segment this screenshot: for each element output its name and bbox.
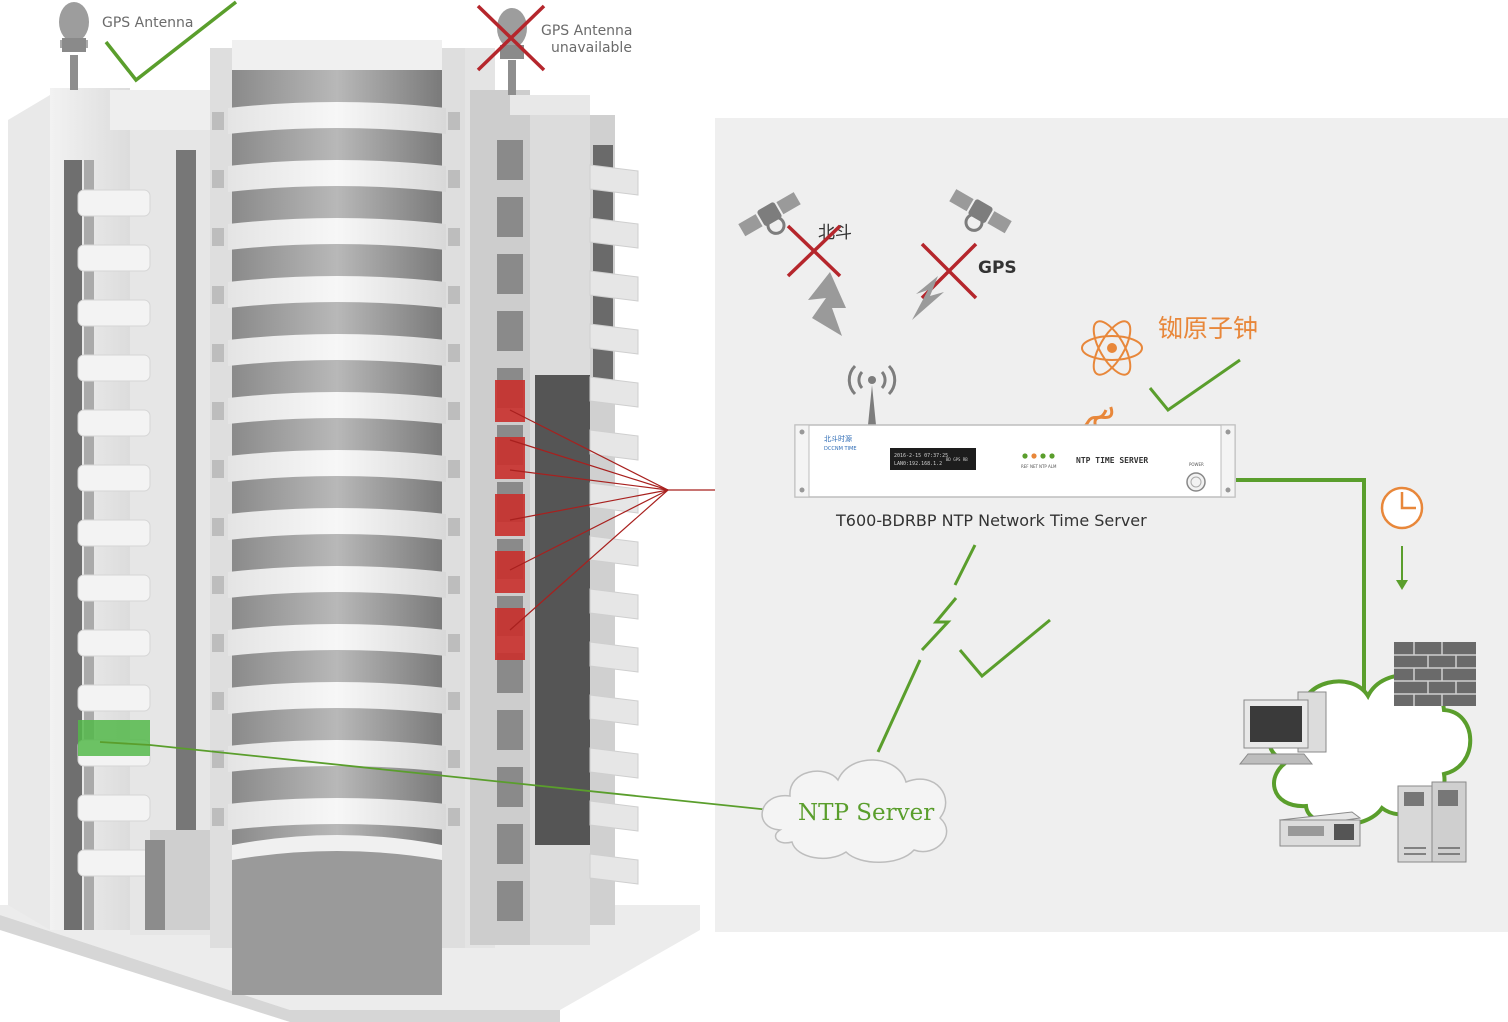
device-lcd-line2: LAN0:192.168.1.2	[894, 461, 942, 467]
device-brand-line2: DCCNM TIME	[824, 446, 856, 452]
ntp-time-server-device: 北斗时源 DCCNM TIME 2016-2-15 07:37:25 LAN0:…	[794, 424, 1236, 498]
device-caption: T600-BDRBP NTP Network Time Server	[835, 511, 1147, 530]
ntp-server-cloud-label: NTP Server	[798, 800, 934, 826]
server-icon	[1397, 781, 1467, 863]
gps-antenna-unavailable-icon	[497, 8, 527, 95]
rubidium-clock-label: 铷原子钟	[1158, 314, 1258, 343]
device-title: NTP TIME SERVER	[1076, 456, 1148, 465]
svg-text:ALM: ALM	[1048, 464, 1057, 469]
atom-icon	[1081, 320, 1143, 376]
device-leds: REF NET NTP ALM	[1021, 453, 1057, 469]
check-icon	[104, 0, 238, 83]
ntp-link-check-icon	[958, 618, 1051, 679]
gps-antenna-unavailable-label-line1: GPS Antenna	[541, 23, 633, 39]
highlight-floor-green	[78, 720, 150, 756]
gps-label: GPS	[978, 258, 1017, 278]
device-brand-line1: 北斗时源	[824, 434, 852, 443]
gps-antenna-icon	[59, 2, 89, 90]
floor-links-red	[509, 409, 715, 631]
device-power-label: POWER	[1189, 462, 1204, 467]
wifi-tower-icon	[847, 364, 897, 425]
clock-icon	[1380, 486, 1424, 530]
switch-icon	[1278, 811, 1362, 847]
floor-link-green	[99, 741, 771, 811]
device-lcd-line1: 2016-2-15 07:37:25	[894, 453, 948, 459]
computer-icon	[1238, 691, 1327, 765]
lightning-icon	[808, 272, 846, 336]
cross-icon	[476, 4, 546, 72]
device-power-button	[1186, 472, 1206, 492]
gps-antenna-label: GPS Antenna	[102, 15, 194, 31]
wireless-link	[876, 544, 977, 753]
svg-text:NTP: NTP	[1039, 464, 1047, 469]
gps-antenna-unavailable-label-line2: unavailable	[551, 40, 632, 56]
gps-lightning-icon	[912, 276, 944, 320]
beidou-cross-icon	[786, 224, 842, 278]
gps-satellite-icon	[949, 189, 1012, 234]
cloud-icon	[761, 759, 948, 863]
building	[0, 40, 700, 1022]
device-lcd	[890, 448, 976, 470]
device-lcd-right: BD GPS RB	[946, 457, 968, 462]
svg-text:REF: REF	[1021, 464, 1029, 469]
sync-arrow	[1396, 546, 1408, 590]
rubidium-check-icon	[1148, 358, 1241, 413]
network-cable	[1236, 478, 1366, 700]
firewall-icon	[1394, 642, 1476, 706]
svg-text:NET: NET	[1030, 464, 1039, 469]
satellite-icon	[738, 192, 801, 237]
